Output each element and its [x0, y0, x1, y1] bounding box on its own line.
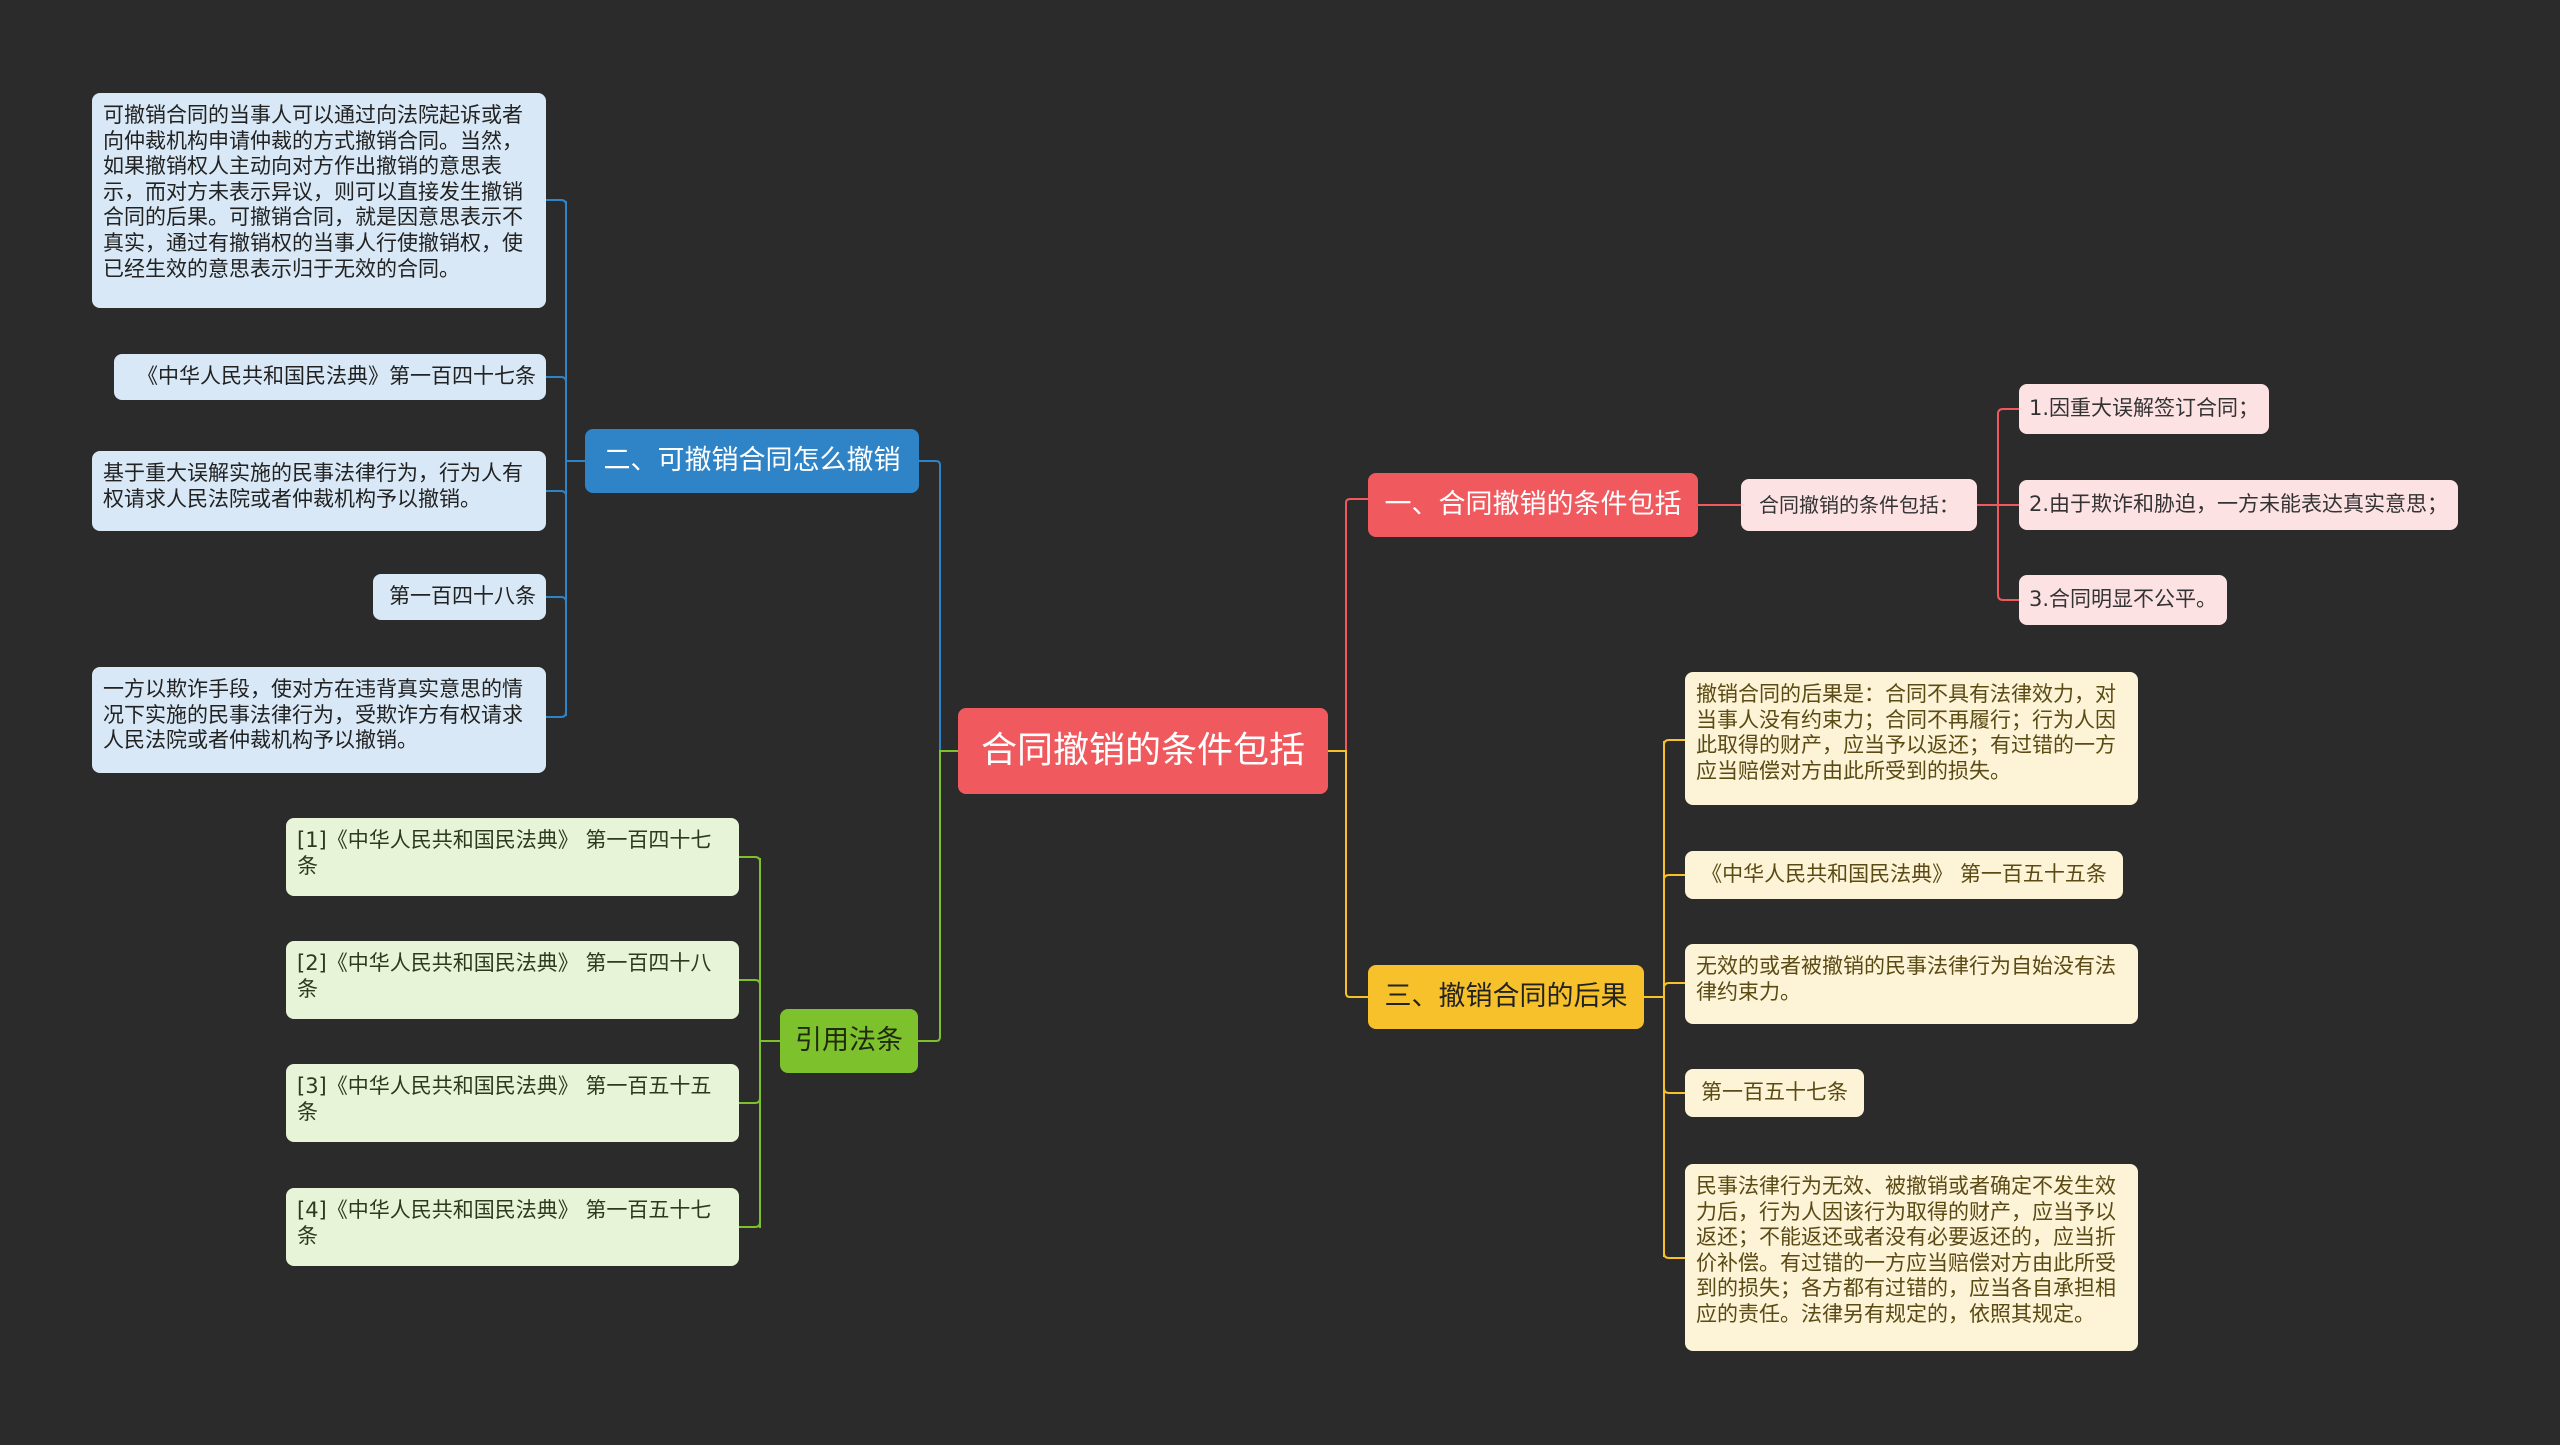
connector-root-branch4: [918, 750, 958, 1042]
connector-branch3-leaf5: [1663, 1252, 1685, 1259]
connector-root-branch1: [1328, 498, 1368, 752]
cited-law-2[interactable]: [2]《中华人民共和国民法典》 第一百四十八条: [286, 941, 739, 1019]
branch-cited-laws[interactable]: 引用法条: [780, 1009, 918, 1073]
connector-branch3-leaves: [1644, 741, 1665, 1257]
revoke-law-ref-148[interactable]: 第一百四十八条: [373, 574, 546, 620]
connector-branch4-leaf3: [739, 1097, 761, 1104]
connector-root-branch2: [919, 460, 958, 752]
branch-consequences[interactable]: 三、撤销合同的后果: [1368, 965, 1644, 1029]
connector-branch4-leaf2: [739, 979, 761, 986]
consequence-void-node[interactable]: 无效的或者被撤销的民事法律行为自始没有法律约束力。: [1685, 944, 2138, 1024]
consequence-summary-node[interactable]: 撤销合同的后果是：合同不具有法律效力，对当事人没有约束力；合同不再履行；行为人因…: [1685, 672, 2138, 805]
cited-law-3[interactable]: [3]《中华人民共和国民法典》 第一百五十五条: [286, 1064, 739, 1142]
cited-law-1[interactable]: [1]《中华人民共和国民法典》 第一百四十七条: [286, 818, 739, 896]
revoke-misunderstanding-node[interactable]: 基于重大误解实施的民事法律行为，行为人有权请求人民法院或者仲裁机构予以撤销。: [92, 451, 546, 531]
root-node[interactable]: 合同撤销的条件包括: [958, 708, 1328, 794]
connector-branch3-leaf3: [1663, 982, 1685, 989]
connector-branch4-leaf1: [739, 856, 761, 863]
connector-branch3-leaf2: [1663, 874, 1685, 881]
condition-item-3[interactable]: 3.合同明显不公平。: [2019, 575, 2228, 625]
condition-item-2[interactable]: 2.由于欺诈和胁迫，一方未能表达真实意思；: [2019, 480, 2459, 530]
consequence-law-ref-155[interactable]: 《中华人民共和国民法典》 第一百五十五条: [1685, 851, 2123, 899]
revoke-fraud-node[interactable]: 一方以欺诈手段，使对方在违背真实意思的情况下实施的民事法律行为，受欺诈方有权请求…: [92, 667, 546, 773]
connector-branch2-leaves: [565, 201, 585, 716]
connector-mid-leaf1: [1977, 408, 2019, 506]
branch-conditions[interactable]: 一、合同撤销的条件包括: [1368, 473, 1698, 537]
connector-root-branch3: [1328, 750, 1368, 998]
connector-branch2-leaf5: [546, 711, 567, 718]
consequence-law-ref-157[interactable]: 第一百五十七条: [1685, 1069, 1864, 1117]
connector-branch4-leaf4: [739, 1221, 761, 1228]
revoke-explanation-node[interactable]: 可撤销合同的当事人可以通过向法院起诉或者向仲裁机构申请仲裁的方式撤销合同。当然，…: [92, 93, 546, 308]
connector-branch2-leaf1: [546, 199, 567, 206]
consequence-restitution-node[interactable]: 民事法律行为无效、被撤销或者确定不发生效力后，行为人因该行为取得的财产，应当予以…: [1685, 1164, 2138, 1351]
condition-item-1[interactable]: 1.因重大误解签订合同；: [2019, 384, 2270, 434]
cited-law-4[interactable]: [4]《中华人民共和国民法典》 第一百五十七条: [286, 1188, 739, 1266]
connector-branch4-leaves: [759, 858, 780, 1228]
connector-branch3-leaf1: [1663, 739, 1685, 746]
connector-branch3-leaf4: [1663, 1087, 1685, 1094]
conditions-intro-node[interactable]: 合同撤销的条件包括：: [1741, 479, 1977, 531]
connector-mid-leaf3: [1977, 504, 2019, 601]
branch-how-to-revoke[interactable]: 二、可撤销合同怎么撤销: [585, 429, 919, 493]
connector-branch2-leaf4: [546, 596, 567, 603]
connector-branch2-leaf2: [546, 376, 567, 383]
revoke-law-ref-147[interactable]: 《中华人民共和国民法典》第一百四十七条: [114, 354, 546, 400]
connector-branch2-leaf3: [546, 490, 567, 497]
